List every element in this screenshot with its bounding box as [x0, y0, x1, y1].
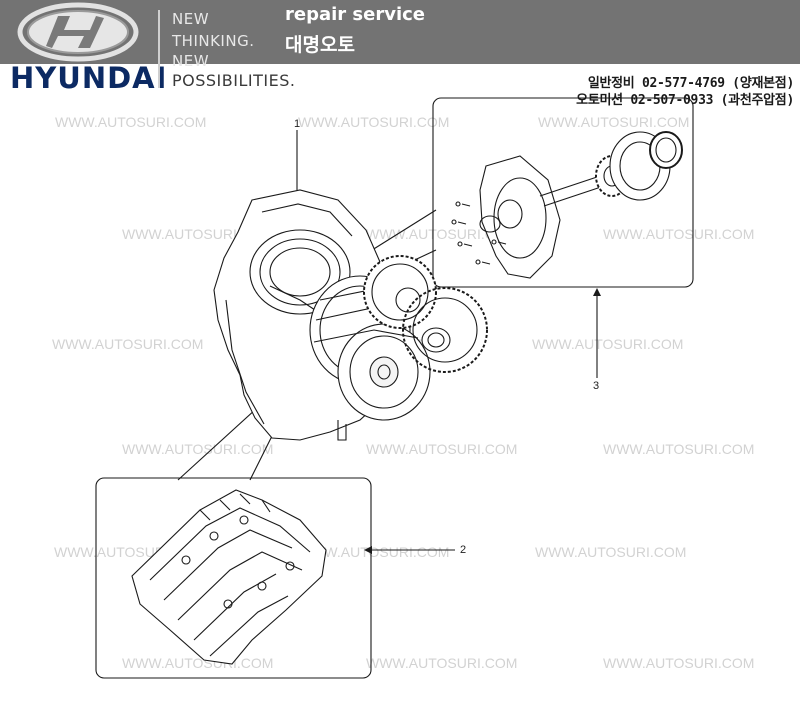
watermark: WWW.AUTOSURI.COM: [603, 441, 755, 457]
watermark: WWW.AUTOSURI.COM: [366, 655, 518, 671]
callout-label-1: 1: [294, 118, 300, 130]
watermark: WWW.AUTOSURI.COM: [532, 336, 684, 352]
gear-set: [363, 255, 488, 373]
watermark: WWW.AUTOSURI.COM: [603, 226, 755, 242]
watermark: WWW.AUTOSURI.COM: [298, 114, 450, 130]
callout-label-2: 2: [460, 544, 466, 556]
tagline-line-1: NEW: [172, 10, 210, 28]
tagline-line-2: THINKING.: [172, 32, 255, 50]
hyundai-emblem-icon: [17, 2, 139, 62]
watermark: WWW.AUTOSURI.COM: [603, 655, 755, 671]
valve-body-assembly: [131, 489, 327, 665]
watermark: WWW.AUTOSURI.COM: [52, 336, 204, 352]
watermark: WWW.AUTOSURI.COM: [298, 544, 450, 560]
watermark: WWW.AUTOSURI.COM: [122, 441, 274, 457]
header-bar: [0, 0, 800, 64]
tagline-line-3: NEW: [172, 52, 210, 70]
watermark: WWW.AUTOSURI.COM: [535, 544, 687, 560]
oil-pump-detail-box: [432, 97, 694, 288]
contact-line-general: 일반정비 02-577-4769 (양재본점): [587, 76, 794, 91]
watermark: WWW.AUTOSURI.COM: [366, 441, 518, 457]
company-name: 대명오토: [285, 34, 355, 56]
header-divider: [158, 10, 160, 88]
watermark: WWW.AUTOSURI.COM: [55, 114, 207, 130]
oil-pump-assembly: [451, 131, 683, 279]
brand-wordmark: HYUNDAI: [10, 61, 168, 95]
callout-label-3: 3: [593, 380, 599, 392]
contact-line-transmission: 오토미션 02-507-0933 (과천주압점): [576, 93, 794, 108]
service-title: repair service: [285, 4, 426, 25]
valve-body-detail-box: [95, 477, 372, 679]
tagline-line-4: POSSIBILITIES.: [172, 71, 296, 90]
watermark: WWW.AUTOSURI.COM: [538, 114, 690, 130]
